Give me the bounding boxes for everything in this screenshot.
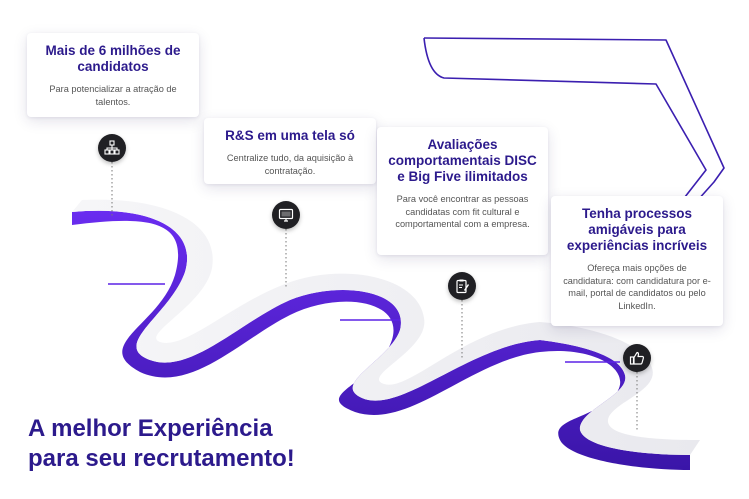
headline-line-1: A melhor Experiência: [28, 415, 273, 442]
road-surface: [72, 199, 700, 455]
clipboard-pen-icon: [448, 272, 476, 300]
feature-description: Para potencializar a atração de talentos…: [49, 84, 177, 107]
feature-description: Centralize tudo, da aquisição à contrata…: [226, 153, 354, 176]
users-network-icon: [98, 134, 126, 162]
page-headline: A melhor Experiência para seu recrutamen…: [28, 414, 368, 474]
feature-card-single-screen: R&S em uma tela só Centralize tudo, da a…: [204, 118, 376, 184]
feature-card-friendly-processes: Tenha processos amigáveis para experiênc…: [551, 196, 723, 326]
thumbs-up-icon: [623, 344, 651, 372]
feature-description: Para você encontrar as pessoas candidata…: [395, 194, 530, 229]
monitor-icon: [272, 201, 300, 229]
feature-card-assessments: Avaliações comportamentais DISC e Big Fi…: [377, 127, 548, 255]
feature-title: Mais de 6 milhões de candidatos: [45, 43, 181, 74]
headline-line-2: para seu recrutamento!: [28, 445, 295, 472]
feature-description: Ofereça mais opções de candidatura: com …: [563, 263, 711, 311]
arrow-outline-inner: [423, 37, 707, 289]
feature-title: Avaliações comportamentais DISC e Big Fi…: [388, 137, 537, 184]
feature-title: R&S em uma tela só: [225, 128, 355, 143]
feature-card-candidates: Mais de 6 milhões de candidatos Para pot…: [27, 33, 199, 117]
feature-title: Tenha processos amigáveis para experiênc…: [566, 206, 708, 253]
